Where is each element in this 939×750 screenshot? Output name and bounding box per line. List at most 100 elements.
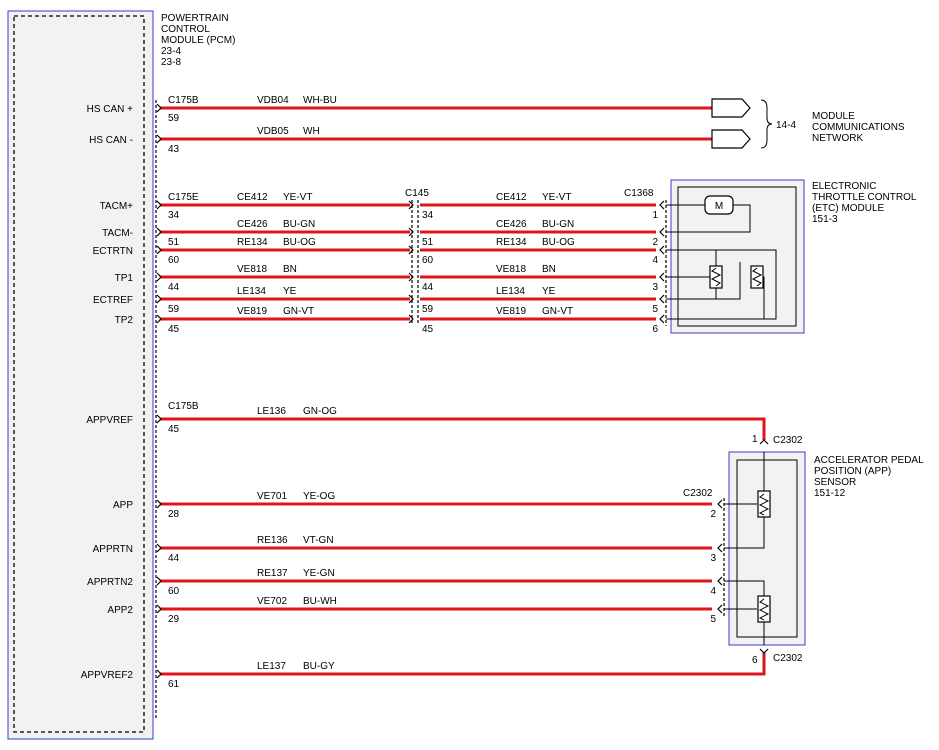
pin-number: 60	[168, 255, 180, 266]
circuit-label: CE412	[496, 192, 527, 203]
wire-color-label: BU-WH	[303, 596, 337, 607]
signal-apprtn: APPRTN	[93, 544, 133, 555]
pin-number: 6	[752, 655, 758, 666]
circuit-label: LE136	[257, 406, 286, 417]
pcm-module-title-line-4: 23-4	[161, 46, 181, 57]
pin-mark-pcm-6	[156, 272, 162, 282]
pin-mark-c1368-2	[659, 227, 665, 237]
etc-sensor-ref	[666, 262, 741, 300]
pcm-module-title-line-1: POWERTRAIN	[161, 13, 229, 24]
app-title-line-1: ACCELERATOR PEDAL	[814, 455, 924, 466]
circuit-label: VE702	[257, 596, 287, 607]
etc-motor-symbol	[704, 195, 734, 215]
pin-number: 3	[652, 282, 658, 293]
circuit-label: RE134	[496, 237, 527, 248]
signal-app: APP	[113, 500, 133, 511]
signal-app2: APP2	[107, 605, 133, 616]
pin-number: 43	[168, 144, 180, 155]
wire-color-label: WH	[303, 126, 320, 137]
etc-module-inner	[677, 186, 797, 327]
pin-mark-pcm-3	[156, 200, 162, 210]
pin-mark-c1368-3	[659, 245, 665, 255]
pin-number: 61	[168, 679, 180, 690]
pcm-signal-labels: HS CAN + HS CAN - TACM+ TACM- ECTRTN TP1…	[81, 104, 134, 681]
pin-mark-c145-6	[408, 314, 414, 324]
pin-number: 59	[168, 304, 180, 315]
network-ref: 14-4	[776, 120, 796, 131]
network-connector-1	[711, 98, 751, 118]
wire-color-label: BU-OG	[542, 237, 575, 248]
pin-number: 2	[710, 509, 716, 520]
circuit-label: RE134	[237, 237, 268, 248]
pcm-module-title-line-2: CONTROL	[161, 24, 210, 35]
app-sensor-1-rtn	[724, 517, 765, 549]
pin-mark-pcm-8	[156, 314, 162, 324]
network-title-line-3: NETWORK	[812, 133, 863, 144]
pin-number: 1	[752, 434, 758, 445]
connector-c1368: C1368	[624, 188, 654, 199]
pin-number: 5	[710, 614, 716, 625]
wire-labels: VDB04 WH-BU VDB05 WH CE412 YE-VT CE426 B…	[237, 95, 575, 672]
pcm-module-outline	[7, 10, 154, 740]
pcm-module-title-line-3: MODULE (PCM)	[161, 35, 235, 46]
pin-number: 59	[168, 113, 180, 124]
etc-tp2-sensor-zigzag	[751, 267, 763, 287]
signal-tacm-minus: TACM-	[102, 228, 133, 239]
pin-number: 29	[168, 614, 180, 625]
signal-appvref2: APPVREF2	[81, 670, 134, 681]
signal-tp1: TP1	[115, 273, 134, 284]
wire-color-label: YE-OG	[303, 491, 335, 502]
app-sensor-2-zigzag	[758, 598, 770, 621]
pin-number: 4	[710, 586, 716, 597]
pin-mark-c2302-5	[717, 604, 723, 614]
wire-color-label: BN	[283, 264, 297, 275]
circuit-label: LE134	[496, 286, 525, 297]
wire-color-label: GN-VT	[542, 306, 573, 317]
network-bracket	[760, 99, 773, 149]
pin-mark-c2302-3	[717, 543, 723, 553]
app-title-line-4: 151-12	[814, 488, 846, 499]
app-title-line-2: POSITION (APP)	[814, 466, 891, 477]
etc-tp1-sensor-zigzag	[710, 267, 722, 287]
pin-number: 44	[422, 282, 434, 293]
circuit-label: VDB04	[257, 95, 289, 106]
pin-mark-c2302-1	[759, 439, 769, 445]
etc-title-line-2: THROTTLE CONTROL	[812, 192, 917, 203]
circuit-label: VE818	[237, 264, 267, 275]
etc-motor-label: M	[715, 201, 723, 212]
etc-title-line-1: ELECTRONIC	[812, 181, 876, 192]
pin-mark-c1368-6	[659, 314, 665, 324]
wire-color-label: YE-VT	[542, 192, 571, 203]
pin-mark-c1368-1	[659, 200, 665, 210]
signal-tp2: TP2	[115, 315, 134, 326]
pin-number: 45	[168, 324, 180, 335]
pcm-module-inner-boundary	[13, 15, 145, 733]
signal-appvref: APPVREF	[86, 415, 133, 426]
signal-apprtn2: APPRTN2	[87, 577, 133, 588]
etc-title-line-4: 151-3	[812, 214, 838, 225]
pin-mark-pcm-12	[156, 576, 162, 586]
pin-numbers: 59 43 34 51 60 44 59 45 45 28 44 60 29 6…	[168, 113, 758, 690]
circuit-label: RE136	[257, 535, 288, 546]
pin-number: 60	[168, 586, 180, 597]
etc-title-line-3: (ETC) MODULE	[812, 203, 885, 214]
network-title-line-1: MODULE	[812, 111, 855, 122]
pin-number: 45	[168, 424, 180, 435]
pin-number: 2	[652, 237, 658, 248]
connector-labels: C175B C175E C145 C1368 C175B C2302 C2302…	[168, 95, 803, 664]
pin-mark-c145-3	[408, 245, 414, 255]
etc-sensor-rtn	[666, 249, 777, 320]
pin-number: 51	[422, 237, 434, 248]
pin-mark-c145-2	[408, 227, 414, 237]
pin-mark-pcm-11	[156, 543, 162, 553]
pin-number: 44	[168, 282, 180, 293]
pin-mark-c2302-6	[759, 648, 769, 654]
connector-c2302-bot: C2302	[773, 653, 803, 664]
app-sensor-1-zigzag	[758, 493, 770, 516]
pin-mark-c1368-4	[659, 272, 665, 282]
connector-c175b-can: C175B	[168, 95, 199, 106]
pin-mark-c145-4	[408, 272, 414, 282]
pin-mark-c145-1	[408, 200, 414, 210]
pin-mark-pcm-9	[156, 414, 162, 424]
